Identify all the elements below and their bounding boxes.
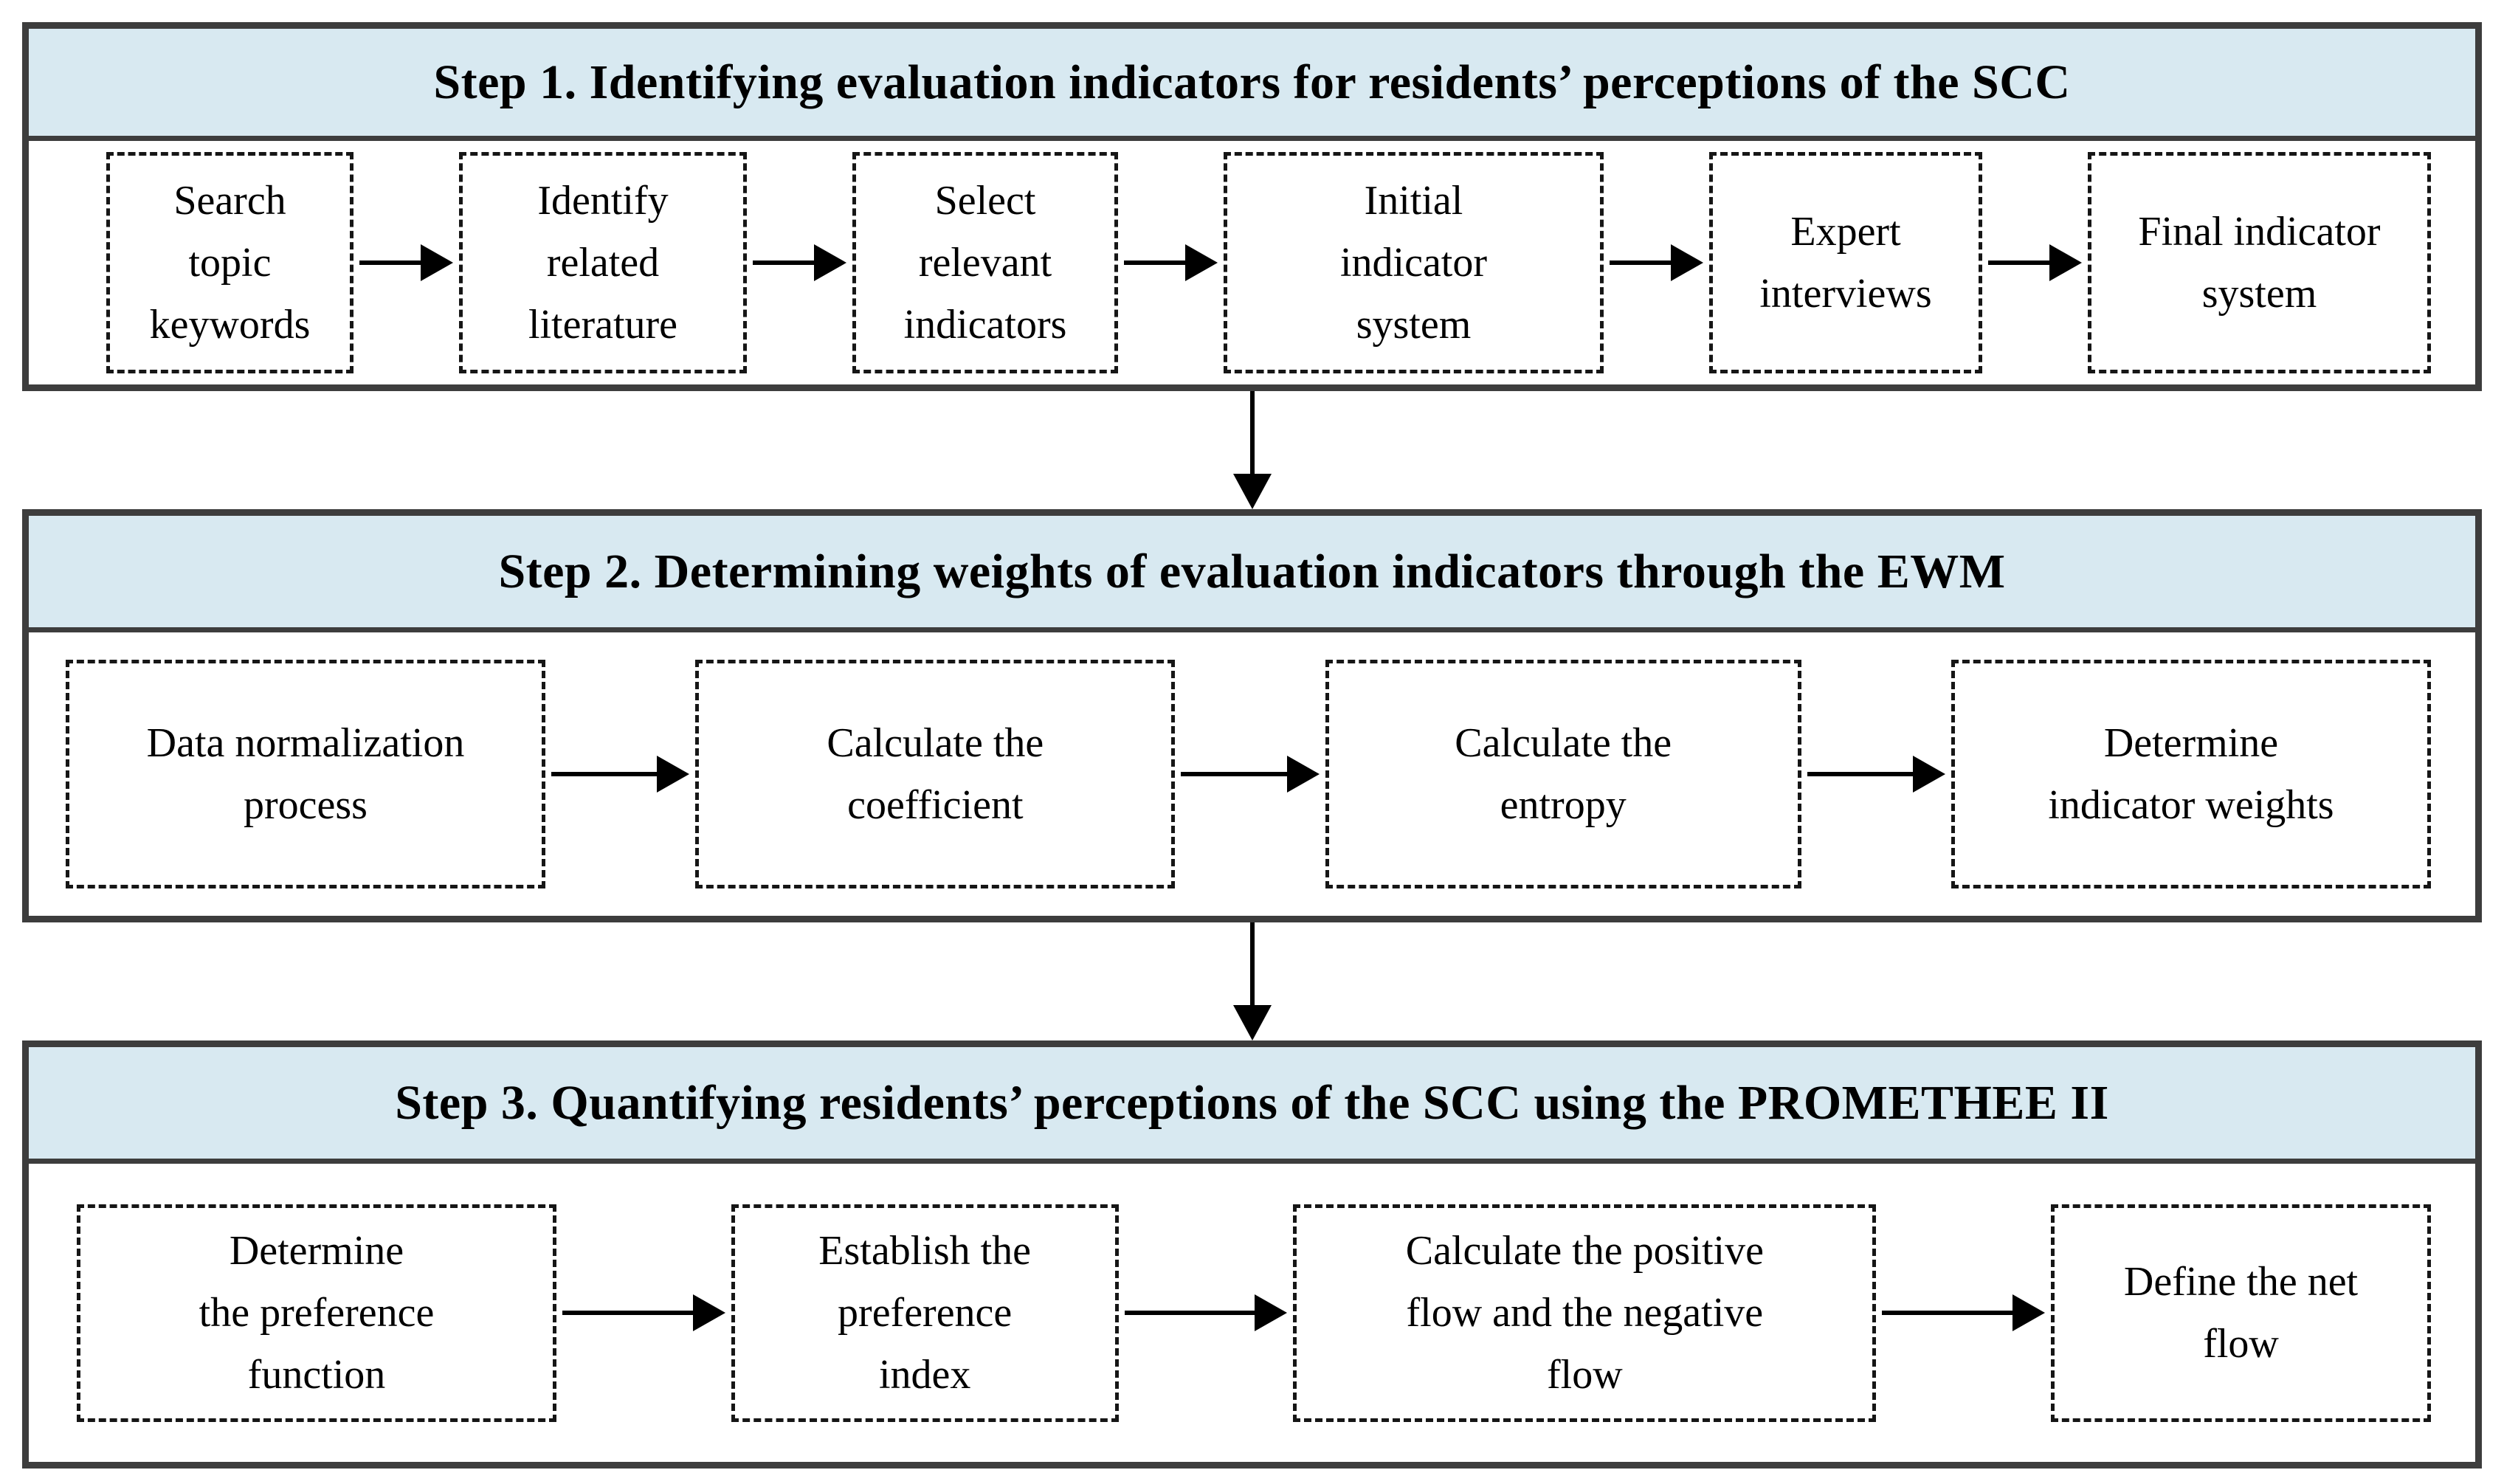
step1-body: Search topic keywords Identify related l… [29, 141, 2475, 384]
step2-title: Step 2. Determining weights of evaluatio… [498, 544, 2006, 598]
flow-box-label: Initial indicator system [1339, 178, 1488, 348]
flow-box-initial-indicator-system: Initial indicator system [1224, 152, 1604, 373]
flow-box-label: Define the net flow [2123, 1259, 2359, 1367]
flow-box-establish-the-preference-index: Establish the preference index [731, 1204, 1119, 1422]
flow-box-label: Establish the preference index [818, 1228, 1032, 1398]
arrow-right-icon [1118, 244, 1224, 281]
arrow-down-icon [1232, 391, 1272, 509]
arrow-right-icon [1876, 1294, 2051, 1331]
arrow-down-icon [1232, 922, 1272, 1040]
arrow-right-icon [1119, 1294, 1294, 1331]
flow-box-determine-the-preference-function: Determine the preference function [77, 1204, 556, 1422]
arrow-right-icon [1604, 244, 1709, 281]
flow-box-calculate-the-entropy: Calculate the entropy [1325, 660, 1801, 888]
arrow-right-icon [353, 244, 459, 281]
flow-box-label: Determine indicator weights [2048, 720, 2334, 828]
step1-title: Step 1. Identifying evaluation indicator… [433, 55, 2071, 109]
flow-box-select-relevant-indicators: Select relevant indicators [852, 152, 1118, 373]
step2-to-step3-connector [22, 922, 2482, 1040]
flow-box-final-indicator-system: Final indicator system [2088, 152, 2431, 373]
step2-body: Data normalization process Calculate the… [29, 632, 2475, 916]
flow-box-label: Identify related literature [528, 178, 678, 348]
flow-box-data-normalization-process: Data normalization process [66, 660, 545, 888]
flow-box-search-topic-keywords: Search topic keywords [106, 152, 353, 373]
arrow-right-icon [747, 244, 852, 281]
arrow-right-icon [1982, 244, 2088, 281]
flow-box-identify-related-literature: Identify related literature [459, 152, 747, 373]
flow-box-label: Calculate the coefficient [827, 720, 1044, 828]
step3-body: Determine the preference function Establ… [29, 1164, 2475, 1462]
step3-panel: Step 3. Quantifying residents’ perceptio… [22, 1040, 2482, 1469]
step1-to-step2-connector [22, 391, 2482, 509]
flow-box-determine-indicator-weights: Determine indicator weights [1951, 660, 2431, 888]
flow-box-expert-interviews: Expert interviews [1709, 152, 1982, 373]
flow-box-label: Calculate the entropy [1455, 720, 1672, 828]
step2-panel: Step 2. Determining weights of evaluatio… [22, 509, 2482, 922]
flow-box-label: Data normalization process [146, 720, 465, 828]
step1-panel: Step 1. Identifying evaluation indicator… [22, 22, 2482, 391]
flow-box-label: Final indicator system [2138, 209, 2381, 317]
flow-box-label: Determine the preference function [199, 1228, 435, 1398]
arrow-right-icon [1801, 756, 1951, 793]
flow-box-define-the-net-flow: Define the net flow [2051, 1204, 2432, 1422]
step1-header-band: Step 1. Identifying evaluation indicator… [29, 29, 2475, 141]
step2-header-band: Step 2. Determining weights of evaluatio… [29, 516, 2475, 632]
flow-box-label: Calculate the positive flow and the nega… [1405, 1228, 1764, 1398]
flow-box-calculate-the-coefficient: Calculate the coefficient [695, 660, 1176, 888]
step3-title: Step 3. Quantifying residents’ perceptio… [395, 1075, 2109, 1130]
flow-box-calculate-positive-and-negative-flow: Calculate the positive flow and the nega… [1293, 1204, 1877, 1422]
arrow-right-icon [545, 756, 695, 793]
arrow-right-icon [556, 1294, 731, 1331]
step3-header-band: Step 3. Quantifying residents’ perceptio… [29, 1047, 2475, 1164]
arrow-right-icon [1175, 756, 1325, 793]
flow-box-label: Select relevant indicators [903, 178, 1067, 348]
flow-box-label: Expert interviews [1759, 209, 1932, 317]
flow-box-label: Search topic keywords [149, 178, 311, 348]
